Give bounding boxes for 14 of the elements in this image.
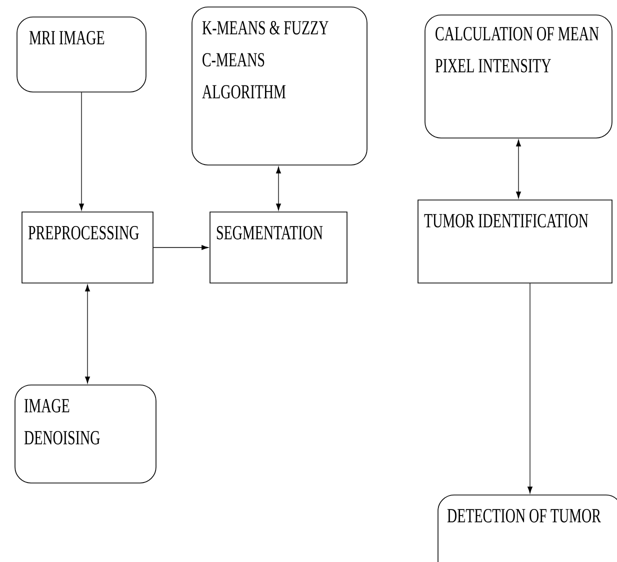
process-box: TUMOR IDENTIFICATION: [418, 200, 612, 284]
arrow: [516, 140, 521, 198]
rounded-box: DETECTION OF TUMOR: [438, 494, 617, 562]
arrow: [85, 284, 90, 384]
rounded-box: K-MEANS & FUZZY C-MEANS ALGORITHM: [192, 6, 368, 166]
rounded-box: CALCULATION OF MEAN PIXEL INTENSITY: [424, 14, 612, 138]
arrow: [153, 245, 208, 250]
arrow: [276, 166, 281, 210]
rounded-box: IMAGE DENOISING: [14, 384, 156, 484]
arrow: [79, 92, 84, 210]
process-box: PREPROCESSING: [22, 212, 154, 284]
arrow: [528, 283, 532, 494]
rounded-box: MRI IMAGE: [16, 16, 146, 92]
process-box: SEGMENTATION: [210, 212, 348, 284]
